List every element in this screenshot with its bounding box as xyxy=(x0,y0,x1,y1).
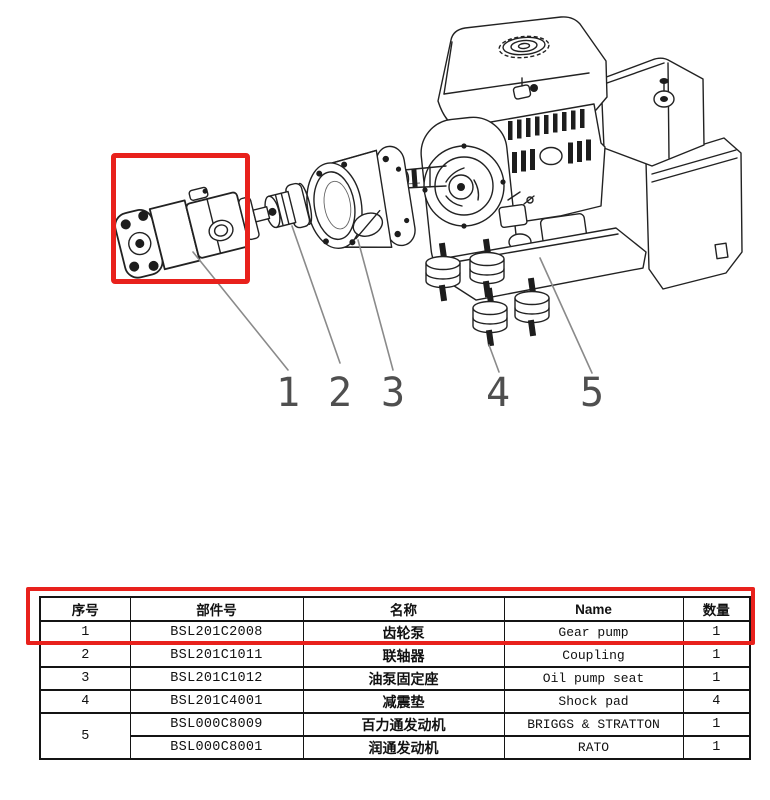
shock-pad-2 xyxy=(469,238,505,298)
shock-pad-3 xyxy=(472,287,508,347)
gear-pump-drawing xyxy=(114,186,271,279)
cell-serial: 1 xyxy=(39,620,131,645)
cell-serial: 2 xyxy=(39,643,131,668)
table-row: 1 BSL201C2008 齿轮泵 Gear pump 1 xyxy=(39,620,751,645)
cell-part-no: BSL201C1012 xyxy=(129,666,304,691)
cell-serial-merged: 5 xyxy=(39,712,131,760)
table-row: 4 BSL201C4001 减震垫 Shock pad 4 xyxy=(39,689,751,714)
air-cleaner-drawing xyxy=(600,57,705,167)
callout-number-4: 4 xyxy=(486,370,510,416)
cell-serial: 4 xyxy=(39,689,131,714)
cell-name-en: Gear pump xyxy=(503,620,684,645)
table-row: 3 BSL201C1012 油泵固定座 Oil pump seat 1 xyxy=(39,666,751,691)
cell-part-no: BSL000C8001 xyxy=(129,735,304,760)
column-header-qty: 数量 xyxy=(682,596,751,622)
cell-name-en: RATO xyxy=(503,735,684,760)
cell-part-no: BSL201C4001 xyxy=(129,689,304,714)
cell-name-cn: 齿轮泵 xyxy=(302,620,505,645)
cell-qty: 1 xyxy=(682,620,751,645)
engine-drawing xyxy=(398,16,743,301)
callout-number-2: 2 xyxy=(328,370,352,416)
cell-name-cn: 百力通发动机 xyxy=(302,712,505,737)
parts-table: 序号 部件号 名称 Name 数量 1 BSL201C2008 齿轮泵 Gear… xyxy=(39,596,751,760)
table-row: BSL000C8001 润通发动机 RATO 1 xyxy=(40,735,751,760)
cell-part-no: BSL201C2008 xyxy=(129,620,304,645)
cell-qty: 1 xyxy=(682,643,751,668)
table-header-row: 序号 部件号 名称 Name 数量 xyxy=(39,596,751,622)
leader-lines xyxy=(192,225,593,374)
shock-pad-4 xyxy=(514,277,550,337)
table-row: 5 BSL000C8009 百力通发动机 BRIGGS & STRATTON 1 xyxy=(39,712,751,760)
coupling-drawing xyxy=(264,182,313,229)
exploded-view-diagram: 1 2 3 4 5 xyxy=(114,16,743,416)
column-header-serial: 序号 xyxy=(39,596,131,622)
table-row: 2 BSL201C1011 联轴器 Coupling 1 xyxy=(39,643,751,668)
cell-name-en: Shock pad xyxy=(503,689,684,714)
column-header-name-cn: 名称 xyxy=(302,596,505,622)
muffler-drawing xyxy=(645,137,743,290)
cell-serial: 3 xyxy=(39,666,131,691)
spark-plug-drawing xyxy=(512,77,538,100)
cell-name-cn: 减震垫 xyxy=(302,689,505,714)
cell-qty: 1 xyxy=(682,666,751,691)
cell-part-no: BSL000C8009 xyxy=(129,712,304,737)
callout-number-3: 3 xyxy=(381,370,405,416)
cell-qty: 4 xyxy=(682,689,751,714)
callout-number-1: 1 xyxy=(276,370,300,416)
oil-pump-seat-drawing xyxy=(306,145,416,250)
callout-numbers: 1 2 3 4 5 xyxy=(276,370,604,416)
cell-name-en: Oil pump seat xyxy=(503,666,684,691)
cell-part-no: BSL201C1011 xyxy=(129,643,304,668)
fuel-cap-drawing xyxy=(498,35,550,59)
column-header-part-no: 部件号 xyxy=(129,596,304,622)
cell-qty: 1 xyxy=(682,712,751,737)
cell-name-en: Coupling xyxy=(503,643,684,668)
cell-name-cn: 润通发动机 xyxy=(302,735,505,760)
cell-name-en: BRIGGS & STRATTON xyxy=(503,712,684,737)
callout-number-5: 5 xyxy=(580,370,604,416)
column-header-name-en: Name xyxy=(503,596,684,622)
fuel-tank-drawing xyxy=(437,16,608,130)
cell-name-cn: 联轴器 xyxy=(302,643,505,668)
cell-qty: 1 xyxy=(682,735,751,760)
shock-pads-drawing xyxy=(425,238,550,347)
shock-pad-1 xyxy=(425,242,461,302)
cell-name-cn: 油泵固定座 xyxy=(302,666,505,691)
